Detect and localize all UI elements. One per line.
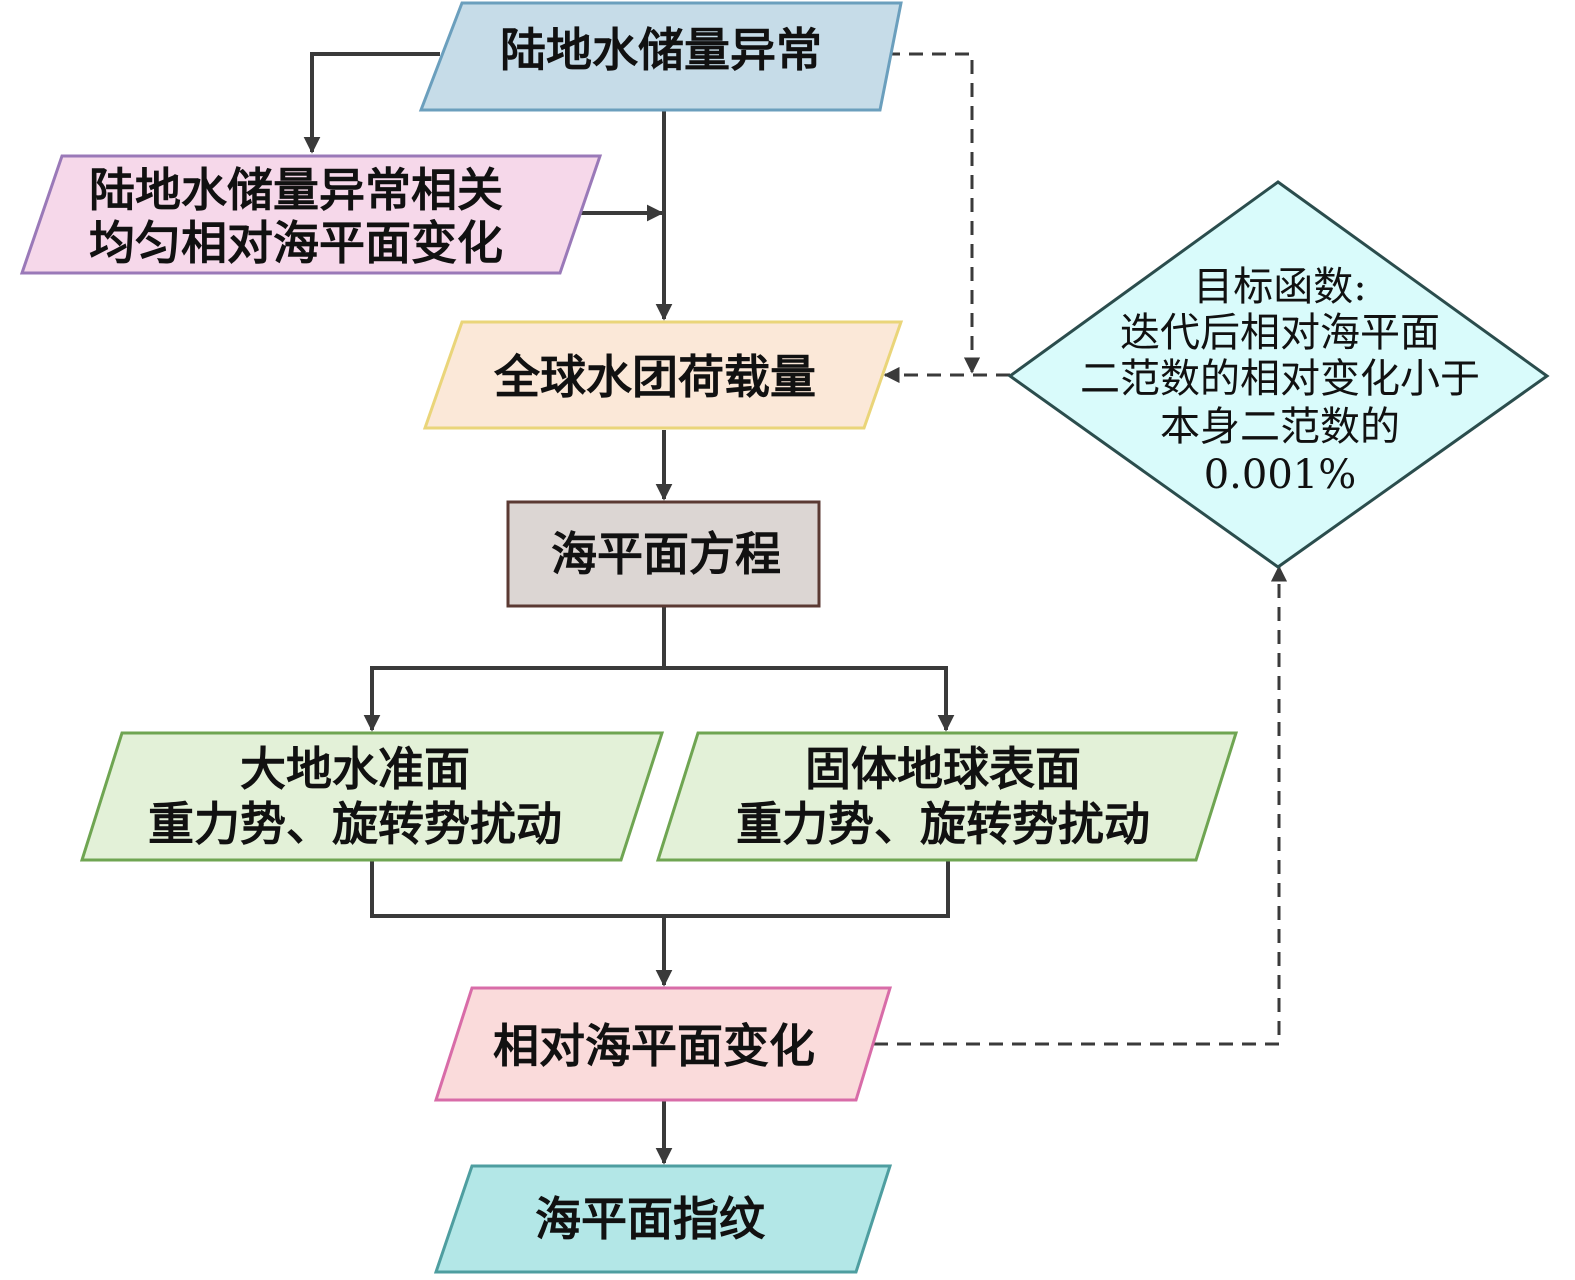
node-fingerprint-label: 海平面指纹 [535, 1192, 766, 1246]
edge-tws-dashed-to-global-load [886, 52, 981, 374]
node-fingerprint: 海平面指纹 [433, 1164, 893, 1274]
node-objective-line5: 0.001% [1204, 452, 1357, 498]
node-barystatic-line2: 均匀相对海平面变化 [89, 216, 503, 270]
node-global-load-label: 全球水团荷载量 [493, 350, 816, 404]
node-solid-earth-shape [655, 731, 1239, 862]
node-barystatic: 陆地水储量异常相关 均匀相对海平面变化 [19, 154, 603, 275]
node-tws-anomaly-shape [418, 1, 903, 112]
node-sea-level-equation-label: 海平面方程 [551, 527, 781, 581]
node-sea-level-equation-shape [506, 500, 821, 608]
node-objective: 目标函数: 迭代后相对海平面 二范数的相对变化小于 本身二范数的 0.001% [1007, 180, 1550, 569]
node-solid-earth: 固体地球表面 重力势、旋转势扰动 [655, 731, 1239, 862]
node-objective-line4: 本身二范数的 [1160, 404, 1400, 450]
node-geoid-shape [79, 731, 665, 862]
node-solid-earth-line2: 重力势、旋转势扰动 [736, 797, 1150, 851]
node-global-load-shape [422, 320, 904, 430]
node-barystatic-line1: 陆地水储量异常相关 [89, 163, 503, 217]
node-global-load: 全球水团荷载量 [422, 320, 904, 430]
node-geoid-line1: 大地水准面 [240, 742, 470, 796]
node-relative-sea-level: 相对海平面变化 [433, 986, 893, 1102]
edge-geoid-to-merge [370, 861, 950, 918]
node-solid-earth-line1: 固体地球表面 [805, 742, 1081, 796]
edge-rsl-to-objective [874, 565, 1288, 1046]
node-objective-shape [1007, 180, 1550, 569]
node-geoid-line2: 重力势、旋转势扰动 [148, 797, 562, 851]
edge-tws-to-barystatic [303, 52, 440, 154]
node-objective-line3: 二范数的相对变化小于 [1080, 356, 1480, 402]
node-sea-level-equation: 海平面方程 [506, 500, 821, 608]
node-objective-line2: 迭代后相对海平面 [1120, 310, 1440, 356]
node-tws-anomaly: 陆地水储量异常 [418, 1, 903, 112]
node-tws-anomaly-label: 陆地水储量异常 [500, 23, 822, 77]
node-geoid: 大地水准面 重力势、旋转势扰动 [79, 731, 665, 862]
node-barystatic-shape [19, 154, 603, 275]
node-relative-sea-level-shape [433, 986, 893, 1102]
node-objective-line1: 目标函数: [1193, 264, 1366, 310]
node-fingerprint-shape [433, 1164, 893, 1274]
node-relative-sea-level-label: 相对海平面变化 [493, 1019, 815, 1073]
